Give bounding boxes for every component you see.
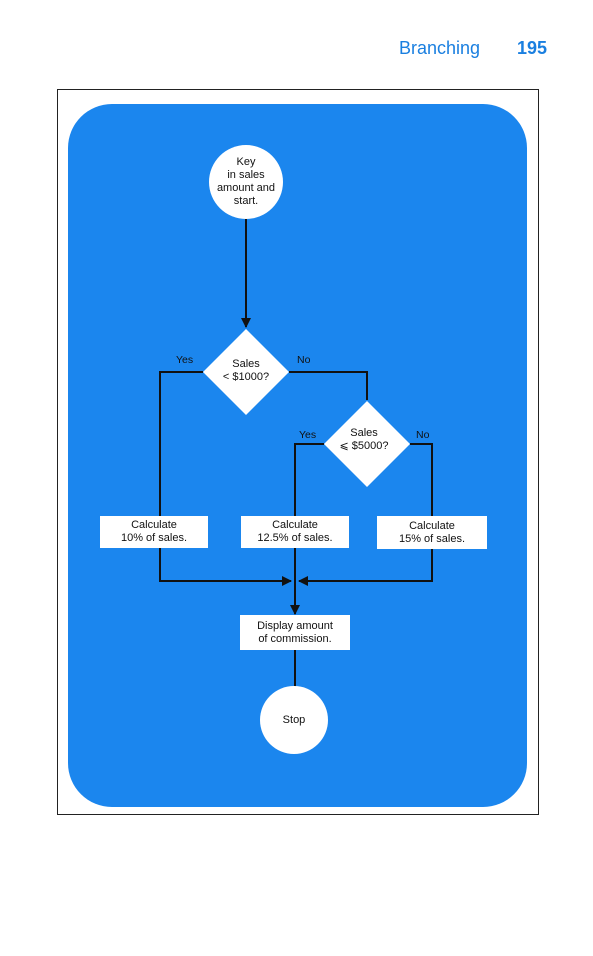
connector-decision2-yes (295, 444, 324, 516)
connector-decision2-no (410, 444, 432, 516)
decision1-no-label: No (297, 354, 310, 366)
calc-15-percent-box: Calculate 15% of sales. (377, 516, 487, 549)
stop-node: Stop (260, 686, 328, 754)
connector-decision1-no (289, 372, 367, 400)
start-node: Key in sales amount and start. (209, 145, 283, 219)
stop-node-text: Stop (283, 714, 306, 726)
decision2-yes-label: Yes (299, 429, 316, 441)
connector-decision1-yes (160, 372, 203, 516)
connector-calc1-merge (160, 548, 291, 581)
decision2-text: Sales ⩽ $5000? (334, 427, 394, 453)
decision2-no-label: No (416, 429, 429, 441)
display-commission-box: Display amount of commission. (240, 615, 350, 650)
decision1-text: Sales < $1000? (216, 358, 276, 384)
connector-calc3-merge (299, 549, 432, 581)
start-node-text: Key in sales amount and start. (217, 156, 275, 208)
decision1-yes-label: Yes (176, 354, 193, 366)
calc-12-5-percent-box: Calculate 12.5% of sales. (241, 516, 349, 548)
calc-10-percent-box: Calculate 10% of sales. (100, 516, 208, 548)
